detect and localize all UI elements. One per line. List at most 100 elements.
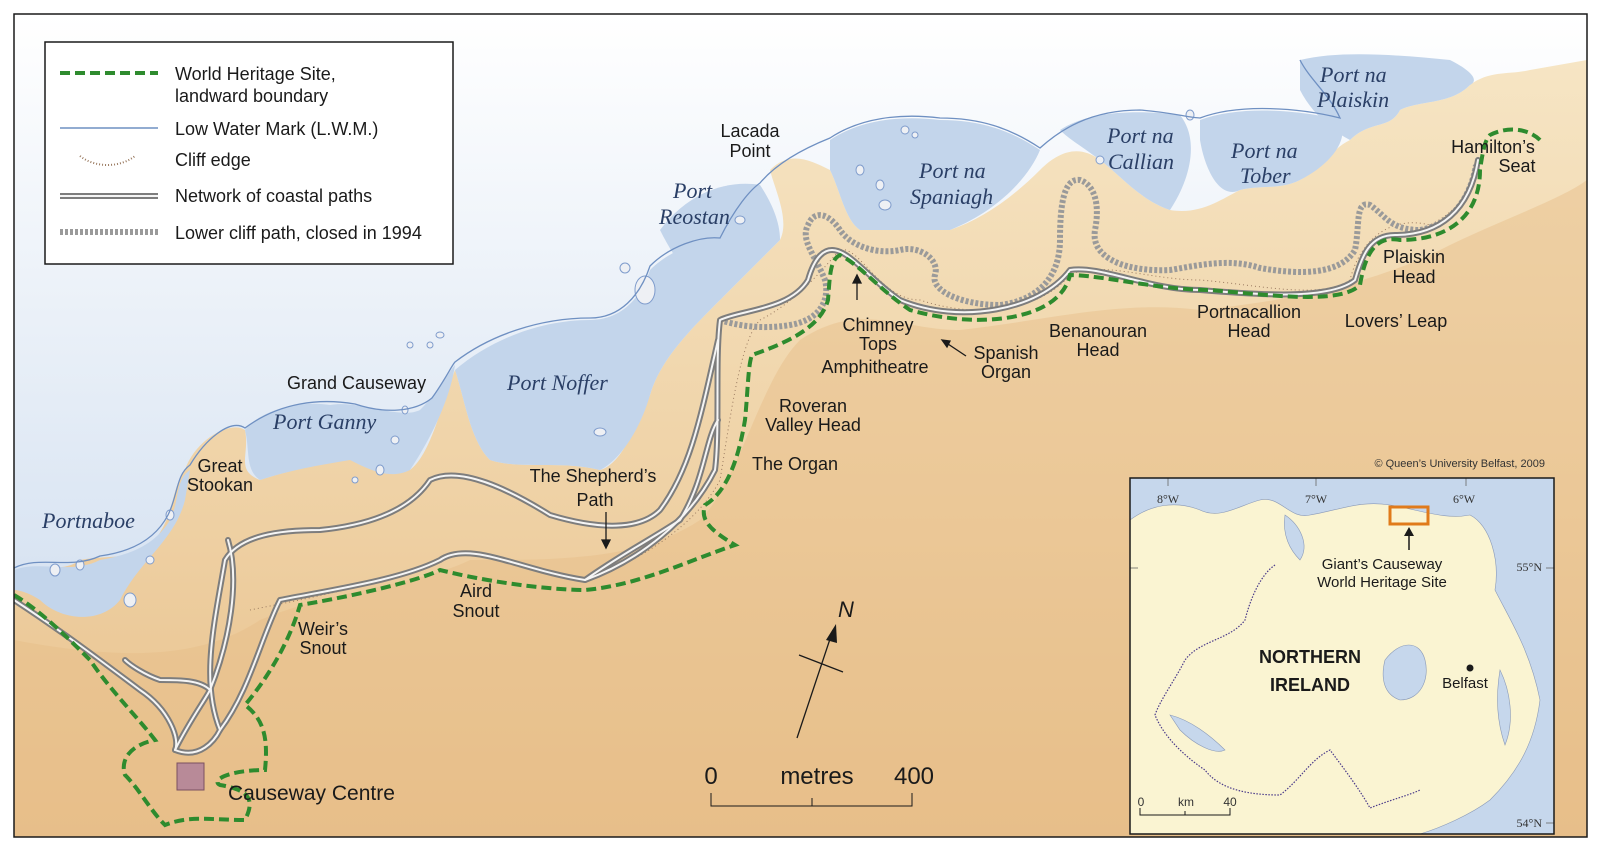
pointer-arrows	[600, 273, 967, 550]
legend-label-cliff: Cliff edge	[175, 150, 251, 170]
legend: World Heritage Site, landward boundary L…	[44, 41, 454, 265]
lower-cliff-path	[719, 164, 1479, 331]
map-frame	[13, 13, 1588, 838]
label-roveran-2: Valley Head	[765, 415, 861, 435]
causeway-centre-marker[interactable]	[176, 762, 205, 791]
label-port-na-spaniagh-1: Port na	[918, 158, 986, 183]
inset-scale-unit: km	[1178, 795, 1194, 809]
label-aird-snout-1: Aird	[460, 581, 492, 601]
legend-label-lwm: Low Water Mark (L.W.M.)	[175, 119, 378, 139]
label-grand-causeway: Grand Causeway	[287, 373, 426, 393]
label-lacada-point-2: Point	[729, 141, 770, 161]
cliff-edge-icon	[79, 155, 136, 166]
label-spanish-organ-2: Organ	[981, 362, 1031, 382]
scale-bar-line	[710, 793, 913, 807]
label-benanouran-head-2: Head	[1076, 340, 1119, 360]
inset-country-2: IRELAND	[1270, 675, 1350, 695]
inset-land	[1129, 499, 1541, 835]
label-portnaboe: Portnaboe	[41, 508, 135, 533]
inset-lon-8: 8°W	[1157, 492, 1180, 506]
north-arrow-shaft	[796, 629, 834, 739]
scale-unit-label: metres	[780, 763, 853, 790]
inset-city-label: Belfast	[1442, 675, 1489, 692]
label-amphitheatre: Amphitheatre	[821, 357, 928, 377]
legend-label-boundary-2: landward boundary	[175, 86, 328, 106]
place-labels: Great Stookan Grand Causeway Lacada Poin…	[187, 121, 1536, 805]
bay-port-reostan	[660, 183, 780, 300]
label-portnacallion-head-1: Portnacallion	[1197, 302, 1301, 322]
bay-port-noffer	[455, 240, 735, 470]
inset-site-label-1: Giant’s Causeway	[1322, 556, 1443, 573]
label-chimney-tops-2: Tops	[859, 334, 897, 354]
inset-lough-foyle	[1284, 514, 1305, 561]
inset-site-label-2: World Heritage Site	[1317, 574, 1447, 591]
label-plaiskin-head-1: Plaiskin	[1383, 247, 1445, 267]
inset-country-1: NORTHERN	[1259, 647, 1361, 667]
copyright-note: © Queen’s University Belfast, 2009	[1374, 458, 1545, 470]
inset-lon-7: 7°W	[1305, 492, 1328, 506]
belfast-dot	[1466, 664, 1474, 672]
label-spanish-organ-1: Spanish	[973, 343, 1038, 363]
inset-graticule	[1130, 478, 1554, 824]
label-port-reostan-2: Reostan	[658, 204, 730, 229]
legend-label-paths: Network of coastal paths	[175, 186, 372, 206]
inset-border	[1154, 564, 1421, 809]
inset-lon-6: 6°W	[1453, 492, 1476, 506]
label-causeway-centre: Causeway Centre	[228, 782, 395, 805]
label-plaiskin-head-2: Head	[1392, 267, 1435, 287]
inset-lat-55: 55°N	[1517, 560, 1543, 574]
legend-box	[44, 41, 454, 265]
arrow-spanish-head	[940, 339, 951, 349]
label-weirs-snout-2: Snout	[299, 638, 346, 658]
label-benanouran-head-1: Benanouran	[1049, 321, 1147, 341]
scale-start-label: 0	[704, 763, 717, 790]
label-chimney-tops-1: Chimney	[842, 315, 913, 335]
inset-scale-bar	[1139, 808, 1231, 816]
bay-port-na-plaiskin	[1300, 54, 1474, 140]
label-port-na-callian-1: Port na	[1106, 123, 1174, 148]
label-port-ganny: Port Ganny	[272, 409, 377, 434]
inset-lough-neagh	[1382, 644, 1427, 701]
north-arrow-crossbar	[798, 654, 844, 673]
offshore-rocks	[49, 109, 1195, 608]
inset-lat-54: 54°N	[1517, 816, 1543, 830]
inset-strangford	[1497, 669, 1511, 746]
label-port-na-spaniagh-2: Spaniagh	[910, 184, 993, 209]
arrow-chimney-head	[851, 273, 863, 284]
label-weirs-snout-1: Weir’s	[298, 619, 348, 639]
scale-bar: 0 metres 400	[704, 763, 934, 807]
label-great-stookan-1: Great	[197, 456, 242, 476]
label-port-na-plaiskin-2: Plaiskin	[1316, 87, 1389, 112]
bay-port-na-callian	[1060, 112, 1191, 210]
legend-label-lower-path: Lower cliff path, closed in 1994	[175, 223, 422, 243]
inset-scale-start: 0	[1138, 795, 1145, 809]
north-arrow-head	[826, 624, 837, 643]
label-aird-snout-2: Snout	[452, 601, 499, 621]
site-location-box[interactable]	[1388, 505, 1430, 526]
inset-frame	[1129, 477, 1555, 835]
label-port-na-tober-1: Port na	[1230, 138, 1298, 163]
inset-map: 8°W 7°W 6°W 55°N 54°N Giant’s Causeway W…	[1129, 477, 1555, 835]
label-shepherds-path-1: The Shepherd’s	[530, 466, 657, 486]
label-port-na-callian-2: Callian	[1108, 149, 1174, 174]
north-arrow: N	[796, 597, 854, 739]
label-the-organ: The Organ	[752, 454, 838, 474]
world-heritage-boundary	[14, 127, 1542, 828]
legend-label-boundary: World Heritage Site,	[175, 64, 336, 84]
label-port-reostan-1: Port	[672, 178, 713, 203]
inset-lough-erne	[1169, 714, 1226, 752]
label-great-stookan-2: Stookan	[187, 475, 253, 495]
bay-labels: Portnaboe Port Ganny Port Noffer Port Re…	[41, 62, 1389, 533]
label-port-na-plaiskin-1: Port na	[1319, 62, 1387, 87]
label-port-noffer: Port Noffer	[506, 370, 608, 395]
north-arrow-label: N	[838, 597, 854, 622]
inset-scale-end: 40	[1223, 795, 1237, 809]
label-hamiltons-seat-2: Seat	[1498, 156, 1535, 176]
label-hamiltons-seat-1: Hamilton’s	[1451, 137, 1535, 157]
label-shepherds-path-2: Path	[576, 490, 613, 510]
label-roveran-1: Roveran	[779, 396, 847, 416]
bay-port-ganny	[245, 365, 455, 480]
arrow-shepherds-head	[600, 539, 612, 550]
label-port-na-tober-2: Tober	[1240, 163, 1291, 188]
